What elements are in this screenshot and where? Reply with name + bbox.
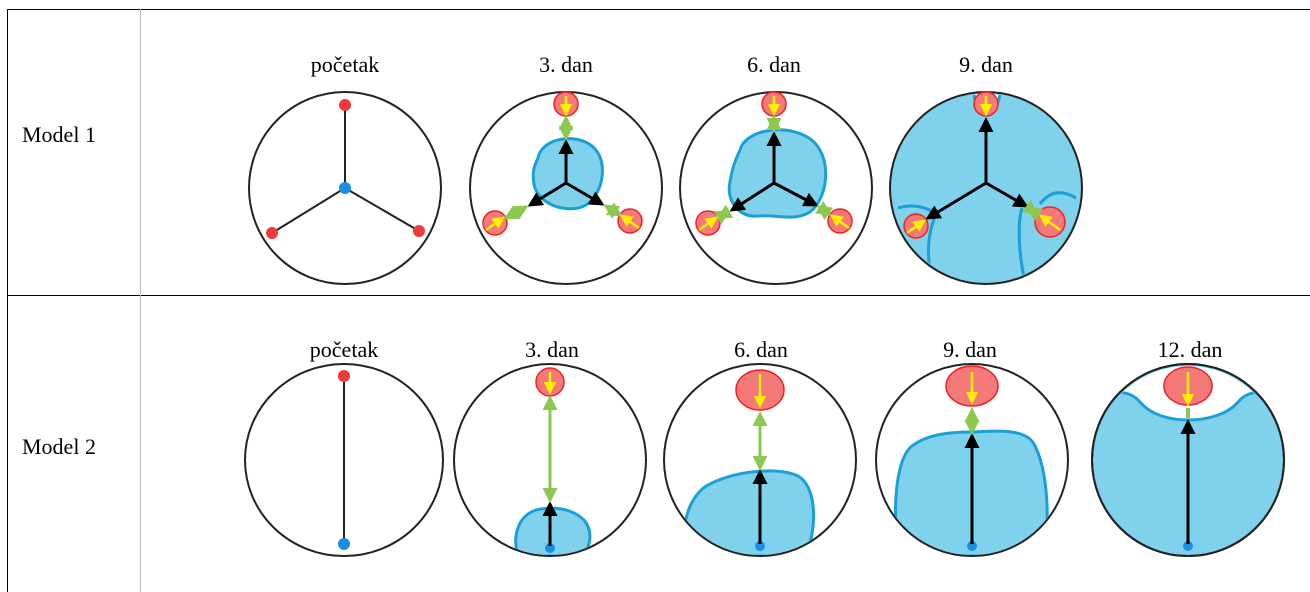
model-2-diagram-day-9 bbox=[875, 363, 1069, 557]
growth-arrow bbox=[527, 181, 567, 207]
source-dot bbox=[266, 227, 278, 239]
model-1-title-pocetak: početak bbox=[310, 52, 380, 77]
row-label-model-2: Model 2 bbox=[22, 434, 96, 459]
model-1-title-day-9: 9. dan bbox=[959, 52, 1013, 77]
model-2-diagram-day-3 bbox=[453, 363, 647, 557]
model-2-diagram-pocetak bbox=[244, 363, 444, 557]
figure-table bbox=[7, 9, 1310, 592]
model-2-diagram-day-12 bbox=[1091, 363, 1285, 557]
model-1-diagram-pocetak bbox=[248, 91, 442, 285]
signal-arrow bbox=[619, 214, 640, 230]
distance-arrow bbox=[814, 200, 834, 221]
signal-arrow bbox=[698, 216, 719, 232]
signal-arrow bbox=[485, 216, 506, 232]
center-dot bbox=[545, 543, 555, 553]
growth-arrow bbox=[985, 181, 1029, 208]
model-2-diagram-day-6 bbox=[663, 363, 857, 557]
growth-arrow bbox=[565, 181, 605, 206]
connector-line bbox=[344, 187, 420, 232]
growth-arrow bbox=[729, 181, 775, 212]
center-dot bbox=[755, 541, 765, 551]
center-dot bbox=[967, 541, 977, 551]
model-2-title-day-12: 12. dan bbox=[1157, 337, 1223, 362]
distance-arrow bbox=[713, 204, 734, 225]
signal-arrow bbox=[906, 219, 927, 235]
tissue-region bbox=[514, 506, 592, 555]
column-divider bbox=[140, 9, 141, 592]
model-1-title-day-6: 6. dan bbox=[747, 52, 801, 77]
model-1-diagram-day-3 bbox=[469, 91, 663, 285]
connector-line bbox=[271, 187, 346, 234]
source-dot bbox=[338, 370, 350, 382]
model-2-title-day-9: 9. dan bbox=[943, 337, 997, 362]
center-dot bbox=[339, 182, 351, 194]
model-1-diagram-day-6 bbox=[679, 91, 873, 285]
row-divider bbox=[7, 295, 1310, 296]
distance-arrow bbox=[603, 202, 623, 219]
center-dot bbox=[1183, 541, 1193, 551]
source-dot bbox=[413, 225, 425, 237]
model-2-title-day-6: 6. dan bbox=[734, 337, 788, 362]
signal-arrow bbox=[829, 214, 850, 230]
model-1-diagram-day-9 bbox=[889, 91, 1083, 285]
source-dot bbox=[339, 99, 351, 111]
row-label-model-1: Model 1 bbox=[22, 122, 96, 147]
model-2-title-day-3: 3. dan bbox=[525, 337, 579, 362]
distance-arrow bbox=[1021, 199, 1044, 222]
center-dot bbox=[338, 538, 350, 550]
model-1-title-day-3: 3. dan bbox=[539, 52, 593, 77]
growth-arrow bbox=[925, 181, 987, 220]
dish-outline bbox=[1091, 363, 1285, 557]
growth-arrow bbox=[773, 181, 819, 207]
model-2-title-pocetak: početak bbox=[309, 337, 379, 362]
tissue-boundary bbox=[1017, 207, 1026, 279]
signal-arrow bbox=[1038, 214, 1061, 232]
distance-arrow bbox=[503, 205, 529, 220]
